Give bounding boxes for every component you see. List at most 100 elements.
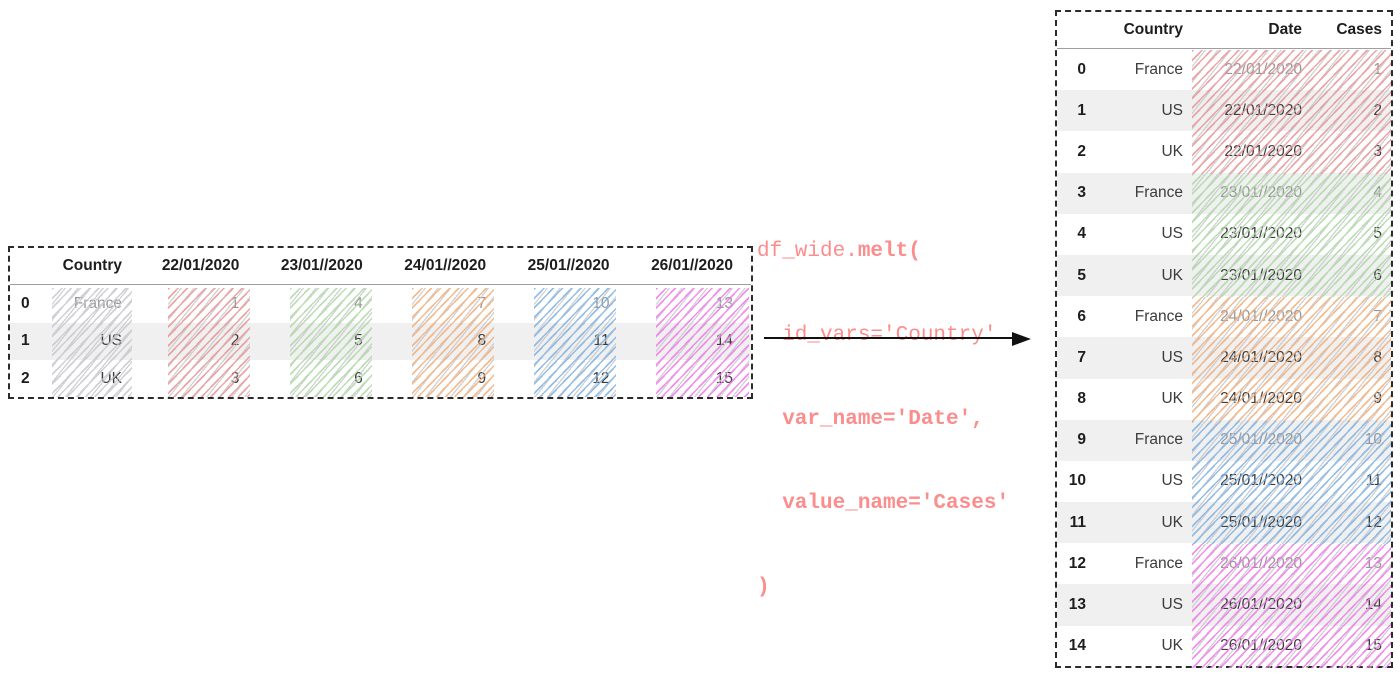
cases-cell: 14 — [1364, 596, 1382, 614]
value-cell: 8 — [477, 332, 487, 350]
table-row: 14 UK 26/01//2020 15 — [1057, 626, 1391, 667]
index-cell: 1 — [21, 332, 30, 350]
code-method: melt( — [857, 240, 921, 263]
arrow-head-icon — [1012, 332, 1031, 346]
cases-cell: 13 — [1364, 554, 1382, 572]
country-cell: France — [1134, 554, 1183, 572]
table-row: 4 US 23/01//2020 5 — [1057, 214, 1391, 255]
column-header: Cases — [1336, 21, 1382, 38]
index-cell: 13 — [1068, 596, 1086, 614]
value-cell: 14 — [715, 332, 733, 350]
index-cell: 0 — [21, 294, 30, 312]
country-cell: France — [1134, 431, 1183, 449]
country-cell: UK — [1161, 266, 1183, 284]
cases-cell: 10 — [1364, 431, 1382, 449]
value-cell: 3 — [230, 369, 240, 387]
index-cell: 2 — [21, 369, 30, 387]
country-cell: US — [1161, 348, 1183, 366]
melt-code-snippet: df_wide.melt( id_vars='Country' var_name… — [757, 182, 1009, 658]
date-cell: 26/01//2020 — [1220, 596, 1302, 614]
cases-cell: 9 — [1373, 390, 1382, 408]
date-cell: 22/01/2020 — [1224, 101, 1302, 119]
table-row: 13 US 26/01//2020 14 — [1057, 584, 1391, 626]
index-cell: 9 — [1077, 431, 1086, 449]
index-cell: 7 — [1077, 348, 1086, 366]
index-cell: 1 — [1077, 101, 1086, 119]
column-header: 24/01//2020 — [404, 257, 487, 274]
country-cell: US — [1161, 472, 1183, 490]
index-cell: 4 — [1077, 225, 1086, 243]
table-row: 3 France 23/01//2020 4 — [1057, 172, 1391, 214]
index-cell: 12 — [1068, 554, 1086, 572]
country-cell: UK — [1161, 390, 1183, 408]
index-cell: 5 — [1077, 266, 1086, 284]
index-cell: 8 — [1077, 390, 1086, 408]
date-cell: 22/01/2020 — [1224, 60, 1302, 78]
cases-cell: 8 — [1373, 348, 1382, 366]
country-cell: UK — [1161, 637, 1183, 655]
code-line: df_wide.melt( — [757, 238, 1009, 266]
code-line: var_name='Date', — [782, 408, 984, 431]
country-cell: US — [1161, 596, 1183, 614]
cases-cell: 11 — [1365, 472, 1382, 490]
table-row: 5 UK 23/01//2020 6 — [1057, 254, 1391, 297]
country-cell: US — [100, 332, 122, 350]
value-cell: 4 — [354, 294, 363, 312]
value-cell: 15 — [715, 369, 733, 387]
date-cell: 24/01//2020 — [1220, 307, 1302, 325]
long-dataframe-table: Country Date Cases 0 France 22/01/2020 1… — [1055, 10, 1393, 668]
date-cell: 24/01//2020 — [1220, 348, 1302, 366]
table-header-row: Country 22/01/2020 23/01//2020 24/01//20… — [10, 248, 751, 285]
table-row: 2 UK 22/01/2020 3 — [1057, 131, 1391, 172]
index-cell: 0 — [1077, 60, 1086, 78]
date-cell: 22/01/2020 — [1224, 142, 1302, 160]
value-cell: 5 — [354, 332, 363, 350]
table-row: 11 UK 25/01//2020 12 — [1057, 502, 1391, 544]
country-cell: UK — [1161, 142, 1183, 160]
date-cell: 23/01//2020 — [1220, 225, 1302, 243]
date-cell: 25/01//2020 — [1220, 513, 1302, 531]
index-cell: 3 — [1077, 184, 1086, 202]
table-row: 8 UK 24/01//2020 9 — [1057, 379, 1391, 420]
date-cell: 25/01//2020 — [1220, 431, 1302, 449]
column-header: Date — [1268, 21, 1302, 38]
value-cell: 2 — [230, 332, 240, 350]
value-cell: 1 — [230, 294, 240, 312]
cases-cell: 7 — [1373, 307, 1382, 325]
cases-cell: 4 — [1373, 184, 1382, 202]
column-header: 22/01/2020 — [161, 257, 240, 274]
cases-cell: 12 — [1364, 513, 1382, 531]
table-row: 9 France 25/01//2020 10 — [1057, 419, 1391, 461]
wide-dataframe-table: Country 22/01/2020 23/01//2020 24/01//20… — [8, 246, 753, 399]
country-cell: US — [1161, 225, 1183, 243]
index-cell: 2 — [1077, 142, 1086, 160]
country-cell: UK — [1161, 513, 1183, 531]
value-cell: 10 — [592, 294, 610, 312]
code-line: value_name='Cases' — [782, 492, 1010, 515]
table-row: 0 France 1 4 7 10 13 — [10, 285, 751, 323]
column-header: Country — [62, 257, 122, 274]
value-cell: 6 — [354, 369, 363, 387]
country-cell: UK — [100, 369, 122, 387]
table-header-row: Country Date Cases — [1057, 12, 1391, 49]
table-row: 6 France 24/01//2020 7 — [1057, 296, 1391, 337]
index-cell: 11 — [1069, 513, 1086, 531]
value-cell: 13 — [715, 294, 733, 312]
table-row: 1 US 2 5 8 11 14 — [10, 322, 751, 361]
value-cell: 7 — [477, 294, 487, 312]
country-cell: France — [1134, 307, 1183, 325]
table-row: 1 US 22/01/2020 2 — [1057, 90, 1391, 132]
date-cell: 23/01//2020 — [1220, 184, 1302, 202]
code-object: df_wide. — [757, 240, 858, 263]
date-cell: 24/01//2020 — [1220, 390, 1302, 408]
table-row: 0 France 22/01/2020 1 — [1057, 49, 1391, 90]
cases-cell: 1 — [1373, 60, 1382, 78]
date-cell: 26/01//2020 — [1220, 554, 1302, 572]
table-row: 12 France 26/01//2020 13 — [1057, 543, 1391, 584]
code-line: ) — [757, 576, 770, 599]
code-line: id_vars='Country' — [782, 324, 997, 347]
value-cell: 12 — [592, 369, 610, 387]
cases-cell: 15 — [1364, 637, 1382, 655]
country-cell: France — [73, 294, 122, 312]
